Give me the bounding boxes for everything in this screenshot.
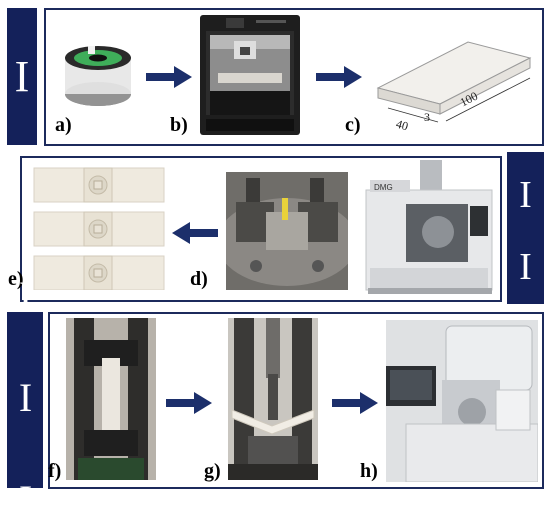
arrow-right-icon: [316, 66, 362, 88]
3d-printer-image: [198, 13, 302, 137]
printed-plate-diagram: [372, 24, 540, 140]
label-g: g): [204, 460, 221, 482]
arrow-right-icon: [146, 66, 192, 88]
label-c: c): [345, 114, 361, 136]
label-e: e): [8, 268, 24, 290]
stage-1-numeral: I: [14, 51, 30, 101]
arrow-left-icon: [172, 222, 218, 244]
stage-3-bar: I I I: [3, 273, 48, 528]
stage-3-numeral: I I I: [3, 272, 48, 528]
tensile-machine-image: [66, 318, 156, 480]
arrow-right-icon: [332, 392, 378, 414]
label-a: a): [55, 114, 72, 136]
electron-microscope-image: [386, 320, 538, 482]
label-d: d): [190, 268, 208, 290]
fixture-clamp-image: [226, 172, 348, 290]
label-h: h): [360, 460, 378, 482]
stage-2-numeral: I I: [504, 174, 547, 282]
bent-specimen-image: [228, 318, 318, 480]
welded-specimens-image: [32, 166, 166, 290]
dim-thickness: 3: [424, 110, 430, 124]
stage-2-bar: I I: [504, 152, 547, 304]
label-b: b): [170, 114, 188, 136]
milling-machine-image: DMG: [358, 160, 498, 298]
label-f: f): [48, 460, 62, 482]
filament-spool-image: [58, 32, 138, 112]
arrow-right-icon: [166, 392, 212, 414]
svg-text:DMG: DMG: [374, 183, 393, 192]
stage-1-bar: I: [7, 8, 37, 145]
